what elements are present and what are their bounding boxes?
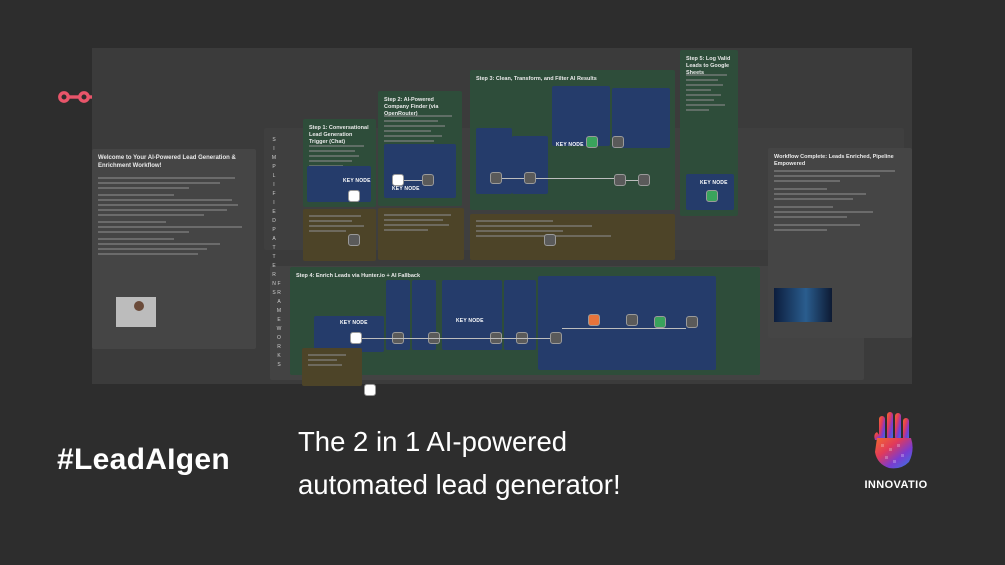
headline-line-1: The 2 in 1 AI-powered <box>298 426 568 457</box>
vertical-letter: D <box>272 218 276 224</box>
completion-note-title: Workflow Complete: Leads Enriched, Pipel… <box>774 154 894 167</box>
vertical-letter: R <box>277 344 281 350</box>
step4-olive-note <box>302 348 362 386</box>
vertical-letter: I <box>273 146 275 152</box>
step4-note-title: Step 4: Enrich Leads via Hunter.io + AI … <box>296 273 421 279</box>
vertical-letter: N <box>272 281 276 287</box>
vertical-letter: P <box>272 227 276 233</box>
author-avatar <box>134 301 144 311</box>
merge-node[interactable] <box>614 174 626 186</box>
vertical-letter: E <box>272 209 276 215</box>
innovatio-hand-logo-icon <box>874 412 913 469</box>
brand-name: INNOVATIO <box>864 479 928 491</box>
step5-note-title: Step 5: Log Valid Leads to Google Sheets <box>686 56 731 76</box>
hashtag-text: #LeadAIgen <box>57 443 231 476</box>
key-node-label: KEY NODE <box>456 318 484 324</box>
vertical-letter: L <box>272 173 276 179</box>
key-node-label: KEY NODE <box>700 180 728 186</box>
if-node[interactable] <box>638 174 650 186</box>
google-sheets-node[interactable] <box>706 190 718 202</box>
vertical-letter: F <box>272 191 276 197</box>
vertical-letter: M <box>276 308 282 314</box>
step3-panel-b <box>512 136 548 194</box>
connection-line <box>404 180 422 181</box>
final-node[interactable] <box>686 316 698 328</box>
vertical-letter: F <box>277 281 281 287</box>
headline-line-2: automated lead generator! <box>298 469 621 500</box>
manual-trigger-node[interactable] <box>364 384 376 396</box>
welcome-note-text <box>98 177 250 258</box>
step1-olive-note <box>303 209 376 261</box>
vertical-letter: I <box>273 200 275 206</box>
vertical-letter: W <box>276 326 282 332</box>
vertical-letter: R <box>272 272 276 278</box>
vertical-letter: R <box>277 290 281 296</box>
vertical-letter: K <box>277 353 281 359</box>
step2-olive-note <box>378 208 464 260</box>
hunter-node[interactable] <box>350 332 362 344</box>
ai-agent-node[interactable] <box>392 174 404 186</box>
switch-node[interactable] <box>588 314 600 326</box>
vertical-letter: A <box>277 299 281 305</box>
vertical-letter: T <box>272 245 276 251</box>
vertical-letter: M <box>271 155 277 161</box>
split-node[interactable] <box>490 172 502 184</box>
step3-panel-a <box>476 128 512 194</box>
code-node[interactable] <box>524 172 536 184</box>
ai-face-image <box>774 288 832 322</box>
chat-trigger-node[interactable] <box>348 190 360 202</box>
vertical-letter: I <box>273 182 275 188</box>
step4-panel-a: KEY NODE <box>314 316 384 352</box>
completion-sticky-note: Workflow Complete: Leads Enriched, Pipel… <box>768 148 912 338</box>
vertical-letter: T <box>272 254 276 260</box>
welcome-note-title: Welcome to Your AI-Powered Lead Generati… <box>98 155 236 169</box>
key-node-label: KEY NODE <box>556 142 584 148</box>
sheets-update-node[interactable] <box>654 316 666 328</box>
chat-node[interactable] <box>348 234 360 246</box>
vertical-letter: S <box>277 362 281 368</box>
key-node-label: KEY NODE <box>343 178 371 184</box>
connection-line <box>502 178 524 179</box>
step1-note-title: Step 1: Conversational Lead Generation T… <box>309 125 369 145</box>
headline: The 2 in 1 AI-powered automated lead gen… <box>298 420 621 506</box>
connection-line <box>362 338 550 339</box>
update-node[interactable] <box>626 314 638 326</box>
connection-line <box>562 328 686 329</box>
workflow-canvas: Welcome to Your AI-Powered Lead Generati… <box>92 48 912 396</box>
vertical-letter: S <box>272 290 276 296</box>
step3-panel-c: KEY NODE <box>552 86 610 148</box>
vertical-letter: E <box>272 263 276 269</box>
filter-node[interactable] <box>586 136 598 148</box>
connection-line <box>626 180 638 181</box>
vertical-letter: O <box>277 335 281 341</box>
welcome-sticky-note: Welcome to Your AI-Powered Lead Generati… <box>92 149 256 349</box>
vertical-letter: A <box>272 236 276 242</box>
vertical-letter: E <box>277 317 281 323</box>
merge-node-2[interactable] <box>550 332 562 344</box>
step3-note-title: Step 3: Clean, Transform, and Filter AI … <box>476 76 597 82</box>
set-node[interactable] <box>612 136 624 148</box>
step2-note-title: Step 2: AI-Powered Company Finder (via O… <box>384 97 439 117</box>
openrouter-node[interactable] <box>422 174 434 186</box>
step2-key-node-panel: KEY NODE <box>384 144 456 198</box>
error-node[interactable] <box>544 234 556 246</box>
key-node-label: KEY NODE <box>392 186 420 192</box>
vertical-letter: P <box>272 164 276 170</box>
key-node-label: KEY NODE <box>340 320 368 326</box>
connection-line <box>536 178 614 179</box>
step1-key-node-panel: KEY NODE <box>307 166 371 202</box>
vertical-letter: S <box>272 137 276 143</box>
step3-olive-note <box>470 214 675 260</box>
